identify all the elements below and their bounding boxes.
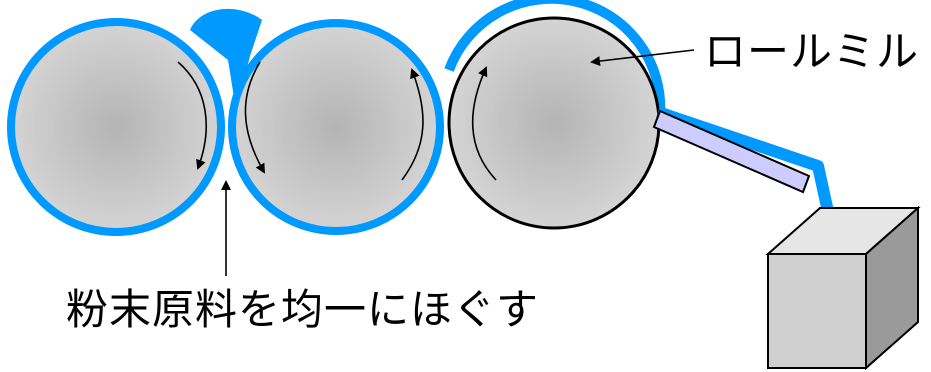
roll-2 [228,19,444,235]
arrow-icon [590,49,695,67]
roll-3-coating [444,0,666,116]
curved-arrow-icon [401,68,424,181]
roll-3 [447,16,661,230]
powder-mound [190,8,262,110]
powder-loosening-label: 粉末原料を均一にほぐす [66,285,540,334]
roll-1 [7,18,225,236]
roll-mill-label: ロールミル [704,27,920,76]
curved-arrow-icon [177,61,207,170]
collection-box [765,205,921,371]
scraper-blade [652,109,811,194]
curved-arrow-icon [244,61,265,174]
curved-arrow-icon [471,66,497,181]
